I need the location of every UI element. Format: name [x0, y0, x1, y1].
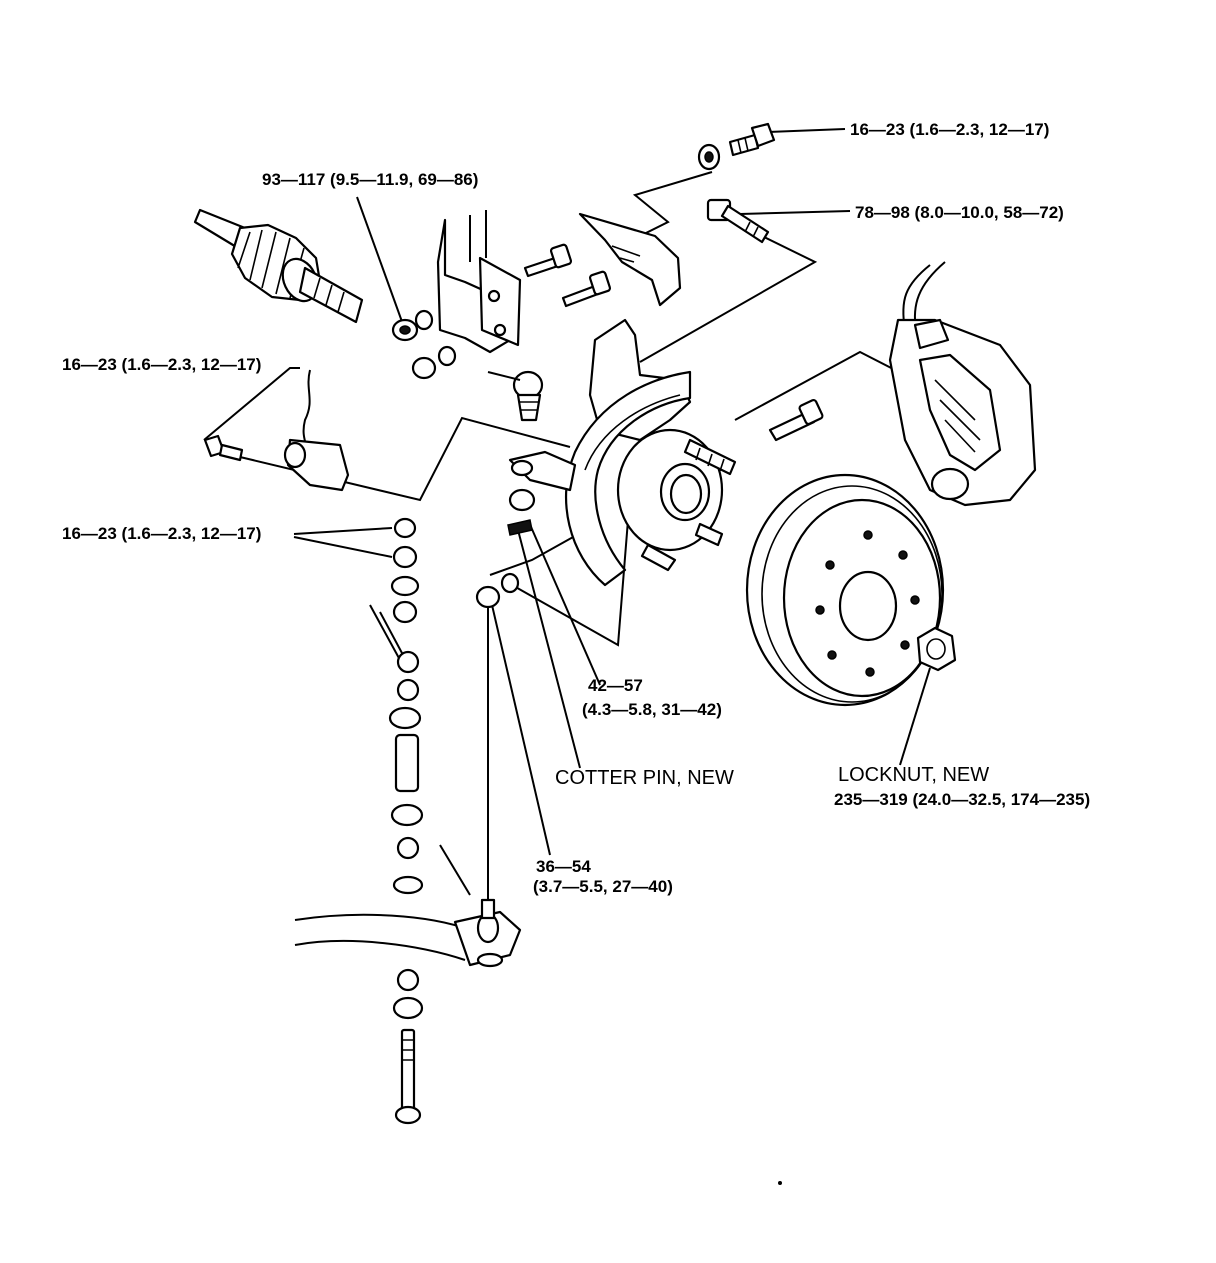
label-locknut: LOCKNUT, NEW	[838, 764, 990, 786]
label-tie-rod-nut-range: (4.3—5.8, 31—42)	[582, 700, 722, 719]
label-strut-nuts: 93—117 (9.5—11.9, 69—86)	[262, 170, 479, 189]
hub-icon	[475, 399, 824, 609]
knuckle-icon	[487, 318, 692, 587]
label-stabilizer-nuts: 16—23 (1.6—2.3, 12—17)	[62, 524, 262, 543]
label-bolt-knuckle: 78—98 (8.0—10.0, 58—72)	[855, 203, 1064, 222]
stabilizer-link-icon	[369, 517, 424, 1125]
label-cotter-pin: COTTER PIN, NEW	[555, 767, 734, 789]
label-tie-rod-nut-torque: 42—57	[588, 676, 643, 695]
caliper-icon	[888, 261, 1037, 507]
drive-shaft-icon	[193, 208, 364, 324]
label-abs-sensor: 16—23 (1.6—2.3, 12—17)	[62, 355, 262, 374]
label-locknut-torque: 235—319 (24.0—32.5, 174—235)	[834, 790, 1091, 809]
locknut-icon	[916, 626, 957, 672]
label-bolt-top-right: 16—23 (1.6—2.3, 12—17)	[850, 120, 1050, 139]
label-ball-joint-nut-torque: 36—54	[536, 857, 591, 876]
strut-icon	[391, 210, 612, 380]
top-bolts-icon	[578, 122, 776, 307]
abs-sensor-icon	[203, 369, 350, 492]
lower-arm-icon	[294, 844, 522, 968]
brake-disc-icon	[745, 473, 945, 707]
label-ball-joint-nut-range: (3.7—5.5, 27—40)	[533, 877, 673, 896]
